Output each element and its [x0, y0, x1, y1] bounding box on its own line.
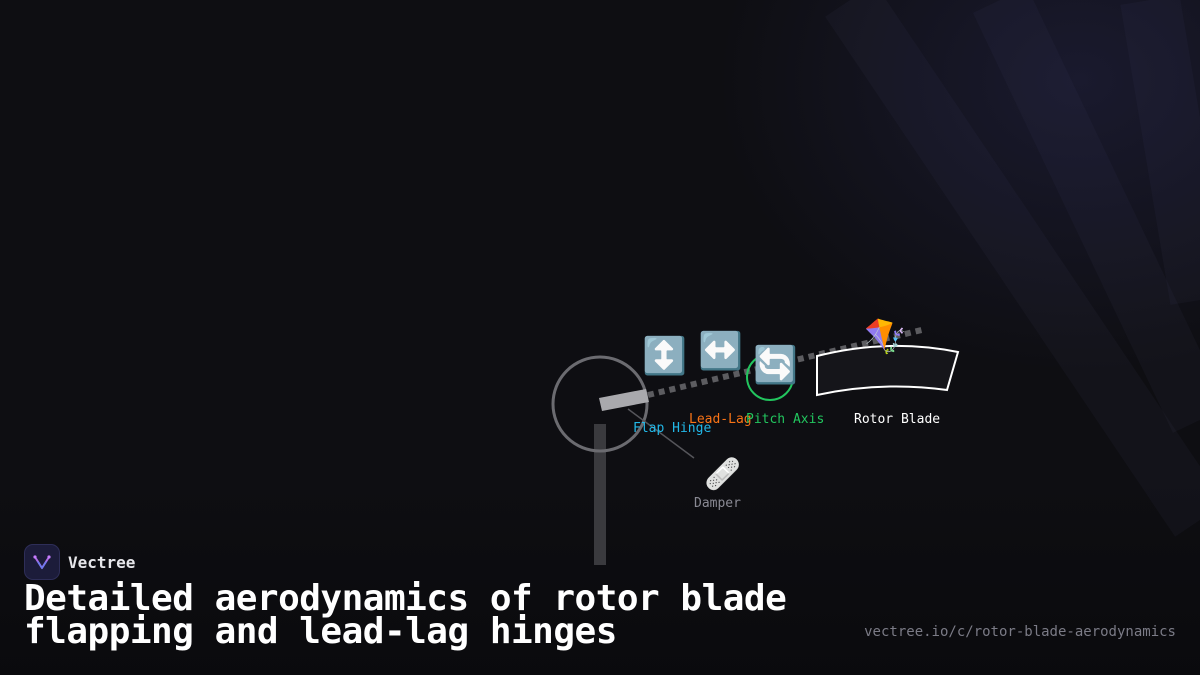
blade-axis-dashed: [647, 326, 927, 398]
kite-icon: 🪁: [864, 317, 907, 357]
flap-arrow-icon: ↕️: [642, 336, 687, 377]
vectree-logo-icon: [24, 544, 60, 580]
bandage-icon: 🩹: [704, 457, 742, 492]
flap-hinge-label: Flap Hinge: [633, 421, 712, 436]
lead-lag-label: Lead-Lag: [689, 412, 752, 427]
rotor-blade-label: Rotor Blade: [854, 412, 941, 427]
damper-link: [627, 408, 695, 459]
lead-lag-arrow-icon: ↔️: [698, 331, 743, 372]
brand: Vectree: [24, 544, 135, 580]
damper-label: Damper: [694, 496, 741, 511]
rotor-hub: [551, 355, 649, 453]
rotor-blade-outline: [816, 344, 960, 397]
brand-name: Vectree: [68, 552, 136, 572]
pitch-rotate-icon: 🔄: [753, 345, 798, 386]
blade-spar: [599, 389, 649, 411]
source-url: vectree.io/c/rotor-blade-aerodynamics: [864, 624, 1176, 640]
pitch-axis-label: Pitch Axis: [746, 412, 825, 427]
title-line-2: flapping and lead-lag hinges: [24, 611, 617, 652]
pitch-bearing: [746, 353, 794, 401]
title-line-1: Detailed aerodynamics of rotor blade: [24, 578, 787, 619]
rotor-mast: [594, 424, 606, 565]
page-title: Detailed aerodynamics of rotor blade fla…: [24, 581, 787, 650]
